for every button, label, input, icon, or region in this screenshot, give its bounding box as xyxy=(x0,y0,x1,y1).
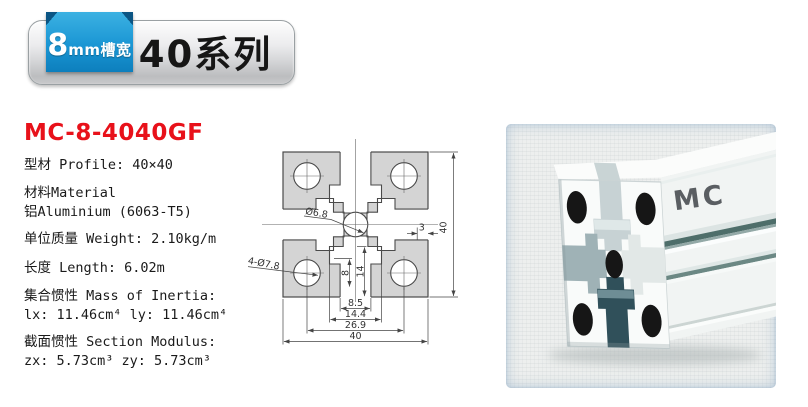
series-title: 40系列 xyxy=(138,32,273,76)
profile-section xyxy=(262,139,438,302)
ribbon-fold-right-icon xyxy=(122,12,133,25)
product-info: MC-8-4040GF 型材 Profile: 40×40 材料Material… xyxy=(24,120,259,371)
spec-line: 型材 Profile: 40×40 xyxy=(24,157,173,173)
center-hole-label: Ø6.8 xyxy=(304,206,328,221)
slot-width-number: 8 xyxy=(47,28,69,63)
brand-mark: MC xyxy=(671,179,727,217)
top-slot-cavity xyxy=(593,180,632,252)
spec-length: 长度 Length: 6.02m xyxy=(24,259,259,278)
spec-modulus: 截面惯性 Section Modulus: zx: 5.73cm³ zy: 5.… xyxy=(24,333,259,371)
left-slot-cavity xyxy=(562,233,608,294)
spec-line: 截面惯性 Section Modulus: xyxy=(24,334,217,350)
spec-line: 铝Aluminium (6063-T5) xyxy=(24,204,192,220)
dim-neck: 8.5 xyxy=(348,298,363,309)
slot-width-unit: mm槽宽 xyxy=(68,41,132,59)
ribbon-fold-left-icon xyxy=(46,12,57,25)
dim-height: 40 xyxy=(439,221,450,233)
product-photo: MC xyxy=(506,124,776,388)
spec-material: 材料Material 铝Aluminium (6063-T5) xyxy=(24,184,259,222)
dim-depth-8: 8 xyxy=(341,270,352,276)
spec-line: 单位质量 Weight: 2.10kg/m xyxy=(24,231,217,247)
dim-hole-pitch: 26.9 xyxy=(345,320,366,331)
spec-line: 材料Material xyxy=(24,185,117,201)
technical-drawing: 40 3 8.5 14.4 26.9 40 8 14 Ø6.8 4-Ø7.8 xyxy=(248,139,458,345)
dim-depth-14: 14 xyxy=(356,265,367,277)
right-slot-cavity xyxy=(621,234,667,295)
dim-width: 40 xyxy=(349,331,361,342)
profile-shadow xyxy=(547,345,763,366)
profile-side-face xyxy=(660,149,776,343)
side-grooves xyxy=(660,153,776,335)
spec-weight: 单位质量 Weight: 2.10kg/m xyxy=(24,230,259,249)
spec-line: lx: 11.46cm⁴ ly: 11.46cm⁴ xyxy=(24,307,228,323)
roof-slot-groove xyxy=(593,162,621,182)
spec-profile: 型材 Profile: 40×40 xyxy=(24,156,259,175)
spec-line: 集合惯性 Mass of Inertia: xyxy=(24,288,217,304)
spec-line: zx: 5.73cm³ zy: 5.73cm³ xyxy=(24,353,211,369)
section-holes xyxy=(566,191,662,338)
dim-wall: 3 xyxy=(419,223,425,234)
dim-cavity: 14.4 xyxy=(345,309,366,320)
spec-line: 长度 Length: 6.02m xyxy=(24,260,165,276)
profile-cross-section xyxy=(558,178,671,350)
product-model: MC-8-4040GF xyxy=(24,120,204,146)
photo-render: MC xyxy=(547,131,776,366)
spec-inertia: 集合惯性 Mass of Inertia: lx: 11.46cm⁴ ly: 1… xyxy=(24,287,259,325)
corner-holes-label: 4-Ø7.8 xyxy=(248,256,280,273)
dimensions xyxy=(248,151,458,345)
